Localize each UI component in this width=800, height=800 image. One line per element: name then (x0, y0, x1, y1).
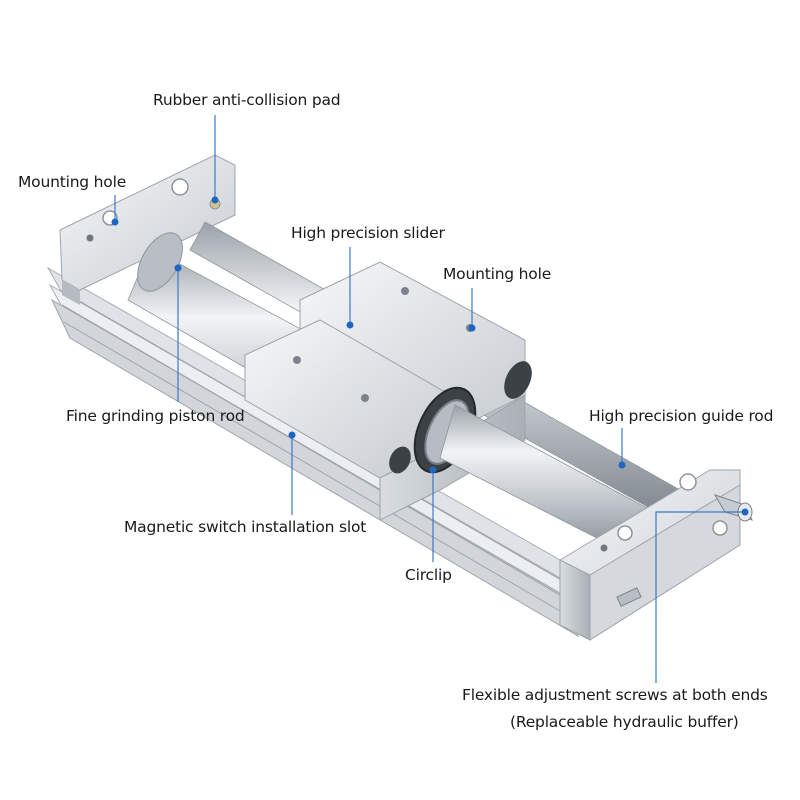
callout-circlip: Circlip (405, 566, 452, 584)
callout-switch-slot: Magnetic switch installation slot (124, 518, 367, 536)
callout-lines (111, 115, 749, 683)
callout-piston-rod: Fine grinding piston rod (66, 407, 245, 425)
callout-line-adjust-screws (655, 511, 745, 683)
callout-mounting-hole-left: Mounting hole (18, 173, 127, 191)
callout-adjust-screws-line2: (Replaceable hydraulic buffer) (510, 713, 739, 731)
callout-dot-adjust-screws (741, 508, 749, 516)
callout-dot-piston-rod (174, 264, 182, 272)
callout-slider: High precision slider (291, 224, 445, 242)
callout-rubber-pad: Rubber anti-collision pad (153, 91, 341, 109)
callout-dot-switch-slot (288, 431, 296, 439)
callout-dot-mounting-hole-left (111, 218, 119, 226)
callout-dot-circlip (429, 466, 437, 474)
callout-guide-rod: High precision guide rod (589, 407, 774, 425)
callout-dot-mounting-hole-slider (468, 324, 476, 332)
callout-mounting-hole-slider: Mounting hole (443, 265, 552, 283)
callout-dot-slider (346, 321, 354, 329)
callout-dot-rubber-pad (211, 196, 219, 204)
callout-dot-guide-rod (618, 461, 626, 469)
callout-adjust-screws-line1: Flexible adjustment screws at both ends (462, 686, 768, 704)
